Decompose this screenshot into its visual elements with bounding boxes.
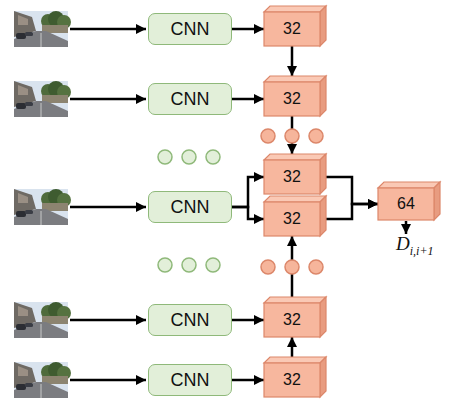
block-label: CNN (171, 19, 210, 40)
arrow-connector (291, 337, 294, 357)
output-subscript: i,i+1 (410, 244, 434, 258)
block-label: CNN (171, 89, 210, 110)
block-label: CNN (171, 310, 210, 331)
arrow-connector (232, 379, 264, 382)
arrow-connector (232, 319, 264, 322)
arrow-connector (232, 207, 264, 219)
block-label: 32 (283, 311, 301, 329)
feature-block: 32 (264, 303, 320, 337)
block-label: 32 (283, 90, 301, 108)
feature-block: 32 (264, 363, 320, 397)
cnn-box: CNN (148, 364, 232, 396)
feature-block: 64 (378, 188, 434, 220)
arrow-connector (232, 98, 264, 101)
cnn-box: CNN (148, 304, 232, 336)
block-label: 32 (283, 210, 301, 228)
feature-block: 32 (264, 12, 320, 46)
cnn-box: CNN (148, 191, 232, 223)
arrow-connector (326, 204, 378, 219)
cnn-box: CNN (148, 83, 232, 115)
cnn-box: CNN (148, 13, 232, 45)
feature-block: 32 (264, 82, 320, 116)
ellipsis-dots (261, 129, 323, 274)
block-label: 32 (283, 168, 301, 186)
block-label: 64 (397, 195, 415, 213)
output-symbol: D (396, 233, 410, 254)
street-photo (14, 11, 71, 398)
block-label: 32 (283, 371, 301, 389)
input-arrow (70, 29, 146, 380)
arrow-connector (232, 28, 264, 31)
output-label: Di,i+1 (396, 233, 434, 255)
feature-block: 32 (264, 202, 320, 236)
block-label: 32 (283, 20, 301, 38)
output-arrow (405, 221, 408, 234)
arrow-connector (291, 46, 294, 76)
block-label: CNN (171, 370, 210, 391)
arrow-connector (232, 177, 264, 207)
feature-block: 32 (264, 160, 320, 194)
block-label: CNN (171, 197, 210, 218)
arrow-connector (326, 177, 378, 204)
